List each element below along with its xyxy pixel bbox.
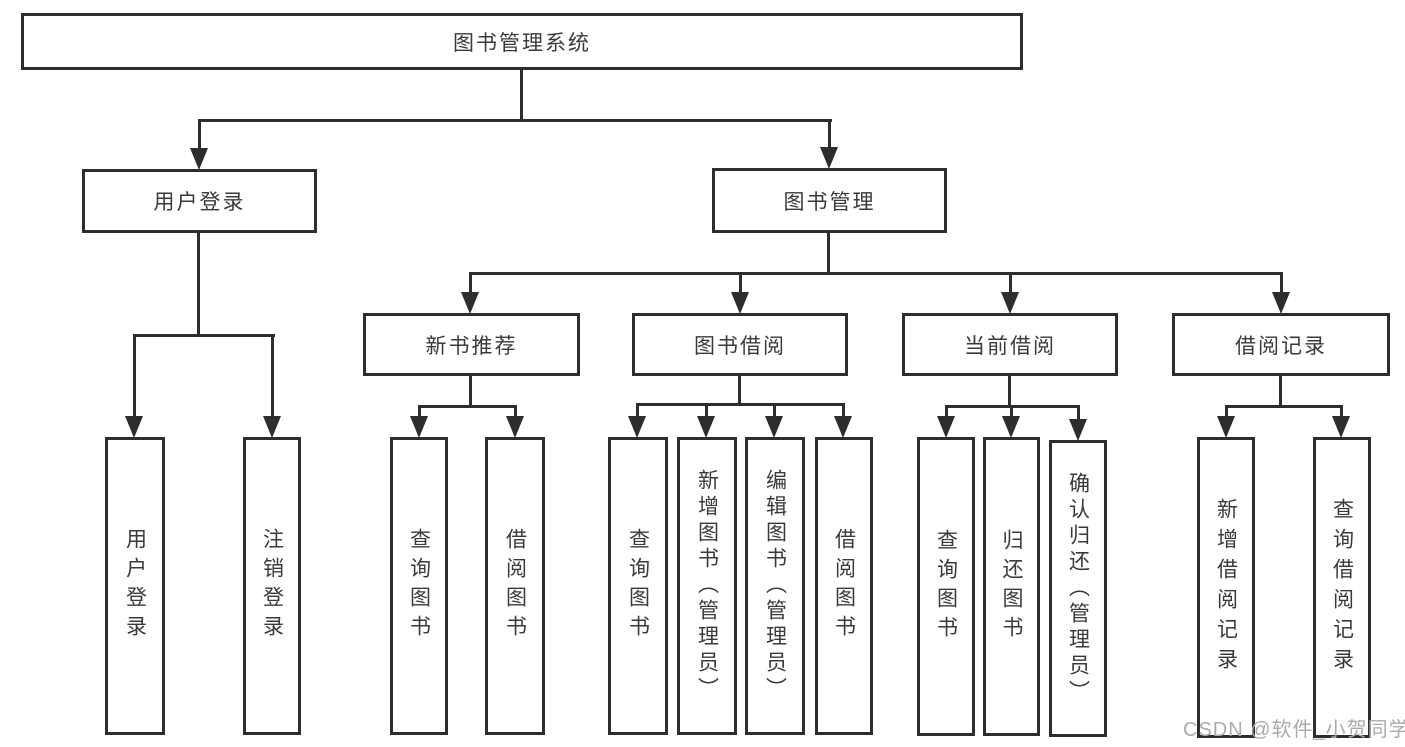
node-label: 当前借阅 [964,334,1056,358]
arrowhead-down-icon [765,416,783,438]
arrowhead-down-icon [731,292,749,314]
connector-line [469,376,472,407]
node-label: 图书管理系统 [453,31,591,55]
arrowhead-down-icon [263,416,281,438]
connector-line [520,68,523,120]
arrowhead-down-icon [1069,419,1087,441]
node-book-borrow: 图书借阅 [632,313,848,376]
arrow-shaft [1280,272,1283,294]
node-library-system: 图书管理系统 [21,13,1023,70]
leaf-label: 借阅图书 [503,528,527,644]
arrowhead-down-icon [697,416,715,438]
leaf-borrow-book-1: 借阅图书 [485,437,545,735]
arrow-shaft [636,403,639,418]
node-borrow-record: 借阅记录 [1172,313,1390,376]
arrow-shaft [1010,405,1013,418]
leaf-label: 新增图书（管理员） [695,469,719,703]
connector-line [1279,376,1282,407]
arrow-shaft [945,405,948,418]
leaf-label: 查询图书 [626,528,650,644]
arrowhead-down-icon [1272,292,1290,314]
leaf-borrow-book-2: 借阅图书 [815,437,873,735]
csdn-watermark: CSDN @软件_小贺同学 [1183,719,1405,741]
node-current-borrow: 当前借阅 [902,313,1118,376]
node-label: 新书推荐 [425,334,518,358]
connector-line [418,405,517,408]
connector-line [738,376,741,405]
connector-line [469,272,1283,275]
leaf-query-borrow-record: 查询借阅记录 [1313,437,1371,738]
arrowhead-down-icon [820,147,838,169]
leaf-add-book-admin: 新增图书（管理员） [677,437,737,735]
arrow-shaft [739,272,742,294]
leaf-confirm-return-admin: 确认归还（管理员） [1049,440,1107,737]
arrow-shaft [418,405,421,418]
leaf-query-book-1: 查询图书 [390,437,448,735]
arrowhead-down-icon [1332,416,1350,438]
leaf-return-book: 归还图书 [983,437,1040,736]
connector-line [197,233,200,336]
arrowhead-down-icon [628,416,646,438]
arrowhead-down-icon [190,148,208,170]
leaf-logout: 注销登录 [243,437,301,735]
node-label: 用户登录 [153,191,246,214]
connector-line [133,334,275,337]
node-label: 图书借阅 [694,334,786,358]
arrow-shaft [1077,405,1080,421]
arrow-shaft [271,334,274,418]
node-user-login: 用户登录 [82,169,317,233]
arrow-shaft [1340,405,1343,418]
arrow-shaft [198,119,201,150]
node-label: 图书管理 [783,190,876,214]
leaf-label: 编辑图书（管理员） [763,469,787,703]
node-label: 借阅记录 [1235,334,1327,358]
leaf-query-book-3: 查询图书 [917,437,975,736]
leaf-user-login: 用户登录 [105,437,165,735]
connector-line [198,119,832,122]
leaf-query-book-2: 查询图书 [608,437,668,735]
connector-line [636,403,845,406]
arrow-shaft [705,403,708,418]
arrow-shaft [514,405,517,418]
arrow-shaft [773,403,776,418]
arrow-shaft [133,334,136,418]
node-book-management: 图书管理 [712,168,947,233]
arrowhead-down-icon [1001,292,1019,314]
leaf-label: 查询图书 [407,528,431,644]
leaf-label: 注销登录 [260,528,284,644]
arrow-shaft [828,119,831,149]
arrowhead-down-icon [461,292,479,314]
leaf-label: 用户登录 [123,528,147,644]
arrowhead-down-icon [1002,416,1020,438]
connector-line [1225,405,1343,408]
connector-line [827,233,830,274]
arrow-shaft [842,403,845,418]
arrow-shaft [1009,272,1012,294]
arrowhead-down-icon [937,416,955,438]
leaf-label: 查询图书 [934,528,958,645]
leaf-add-borrow-record: 新增借阅记录 [1197,437,1255,738]
leaf-edit-book-admin: 编辑图书（管理员） [745,437,805,735]
arrow-shaft [469,272,472,294]
connector-line [1008,376,1011,407]
leaf-label: 新增借阅记录 [1214,497,1238,678]
leaf-label: 确认归还（管理员） [1066,471,1090,706]
arrow-shaft [1225,405,1228,418]
leaf-label: 借阅图书 [832,528,856,644]
arrowhead-down-icon [506,416,524,438]
arrowhead-down-icon [125,416,143,438]
node-new-book-recommend: 新书推荐 [363,313,580,376]
arrowhead-down-icon [834,416,852,438]
arrowhead-down-icon [410,416,428,438]
arrowhead-down-icon [1217,416,1235,438]
leaf-label: 归还图书 [1000,528,1023,645]
leaf-label: 查询借阅记录 [1330,497,1354,678]
